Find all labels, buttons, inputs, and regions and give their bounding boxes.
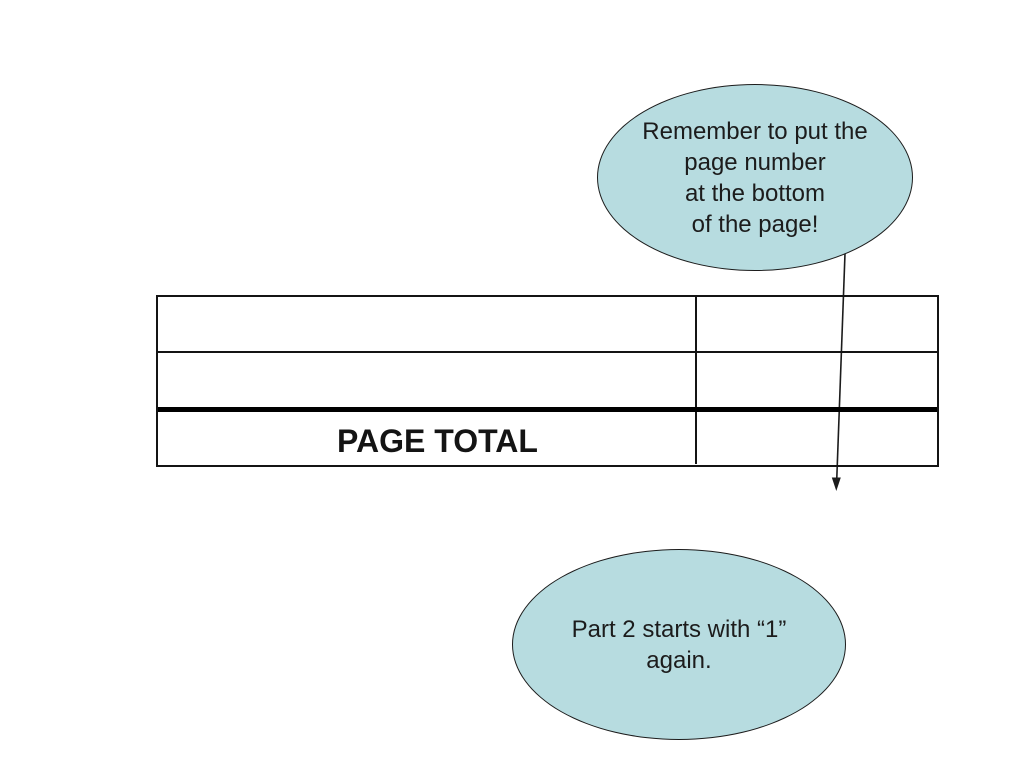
callout-bottom-text: Part 2 starts with “1” again.: [572, 614, 787, 676]
callout-bottom-ellipse: Part 2 starts with “1” again.: [512, 549, 846, 740]
callout-top-line-2: page number: [684, 148, 826, 176]
callout-bottom-line-1: Part 2 starts with “1”: [571, 615, 787, 643]
callout-top-ellipse: Remember to put the page number at the b…: [597, 84, 913, 271]
table-row: [158, 353, 937, 412]
table-cell-amount: [695, 353, 937, 407]
table-row: [158, 297, 937, 353]
callout-top-text: Remember to put the page number at the b…: [642, 116, 867, 240]
page-total-label: PAGE TOTAL: [337, 422, 538, 459]
callout-top-line-1: Remember to put the: [642, 117, 868, 145]
table-cell-description: [158, 353, 695, 407]
callout-top-line-4: of the page!: [691, 210, 819, 238]
table-cell-description: [158, 297, 695, 351]
callout-bottom-line-2: again.: [646, 646, 712, 674]
page-total-value-cell: [695, 412, 937, 464]
callout-top-line-3: at the bottom: [684, 179, 826, 207]
arrow-head-icon: [831, 477, 841, 491]
totals-table: PAGE TOTAL: [156, 295, 939, 467]
table-row: PAGE TOTAL: [158, 412, 937, 464]
table-cell-amount: [695, 297, 937, 351]
